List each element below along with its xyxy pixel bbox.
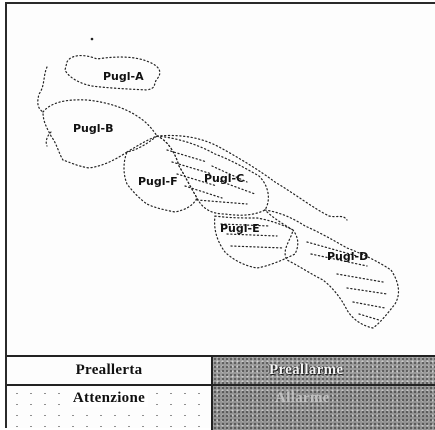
legend-attenzione-label: Attenzione xyxy=(69,390,149,407)
legend-allarme: Allarme xyxy=(213,386,435,430)
zone-c-texture xyxy=(166,149,256,205)
zone-outline-a-west xyxy=(37,66,48,113)
zone-label-b: Pugl-B xyxy=(73,122,114,135)
zone-label-f: Pugl-F xyxy=(138,175,178,188)
zone-label-c: Pugl-C xyxy=(204,172,244,185)
legend-preallarme: Preallarme xyxy=(213,357,435,386)
zone-label-e: Pugl-E xyxy=(220,222,260,235)
zone-outline-a xyxy=(64,55,161,91)
coastline-adriatic xyxy=(156,134,348,221)
legend-preallarme-label: Preallarme xyxy=(269,362,344,378)
legend-attenzione: Attenzione xyxy=(7,386,213,430)
alert-legend: Preallerta Preallarme Attenzione Allarme xyxy=(7,355,435,430)
zone-label-d: Pugl-D xyxy=(327,250,368,263)
zone-outline-e xyxy=(214,215,299,269)
island-dot xyxy=(90,37,94,41)
zone-outline-f xyxy=(123,135,198,213)
legend-allarme-label: Allarme xyxy=(275,390,330,406)
zone-e-texture xyxy=(220,223,284,249)
region-map: Pugl-A Pugl-B Pugl-F Pugl-C Pugl-E Pugl-… xyxy=(37,37,400,329)
zone-d-texture xyxy=(306,241,388,321)
zone-label-a: Pugl-A xyxy=(103,70,144,83)
legend-preallerta: Preallerta xyxy=(7,357,213,386)
legend-preallerta-label: Preallerta xyxy=(75,362,143,378)
zone-outline-c xyxy=(156,135,269,216)
zone-outline-d xyxy=(263,209,400,329)
zone-outline-b-west xyxy=(45,131,52,147)
